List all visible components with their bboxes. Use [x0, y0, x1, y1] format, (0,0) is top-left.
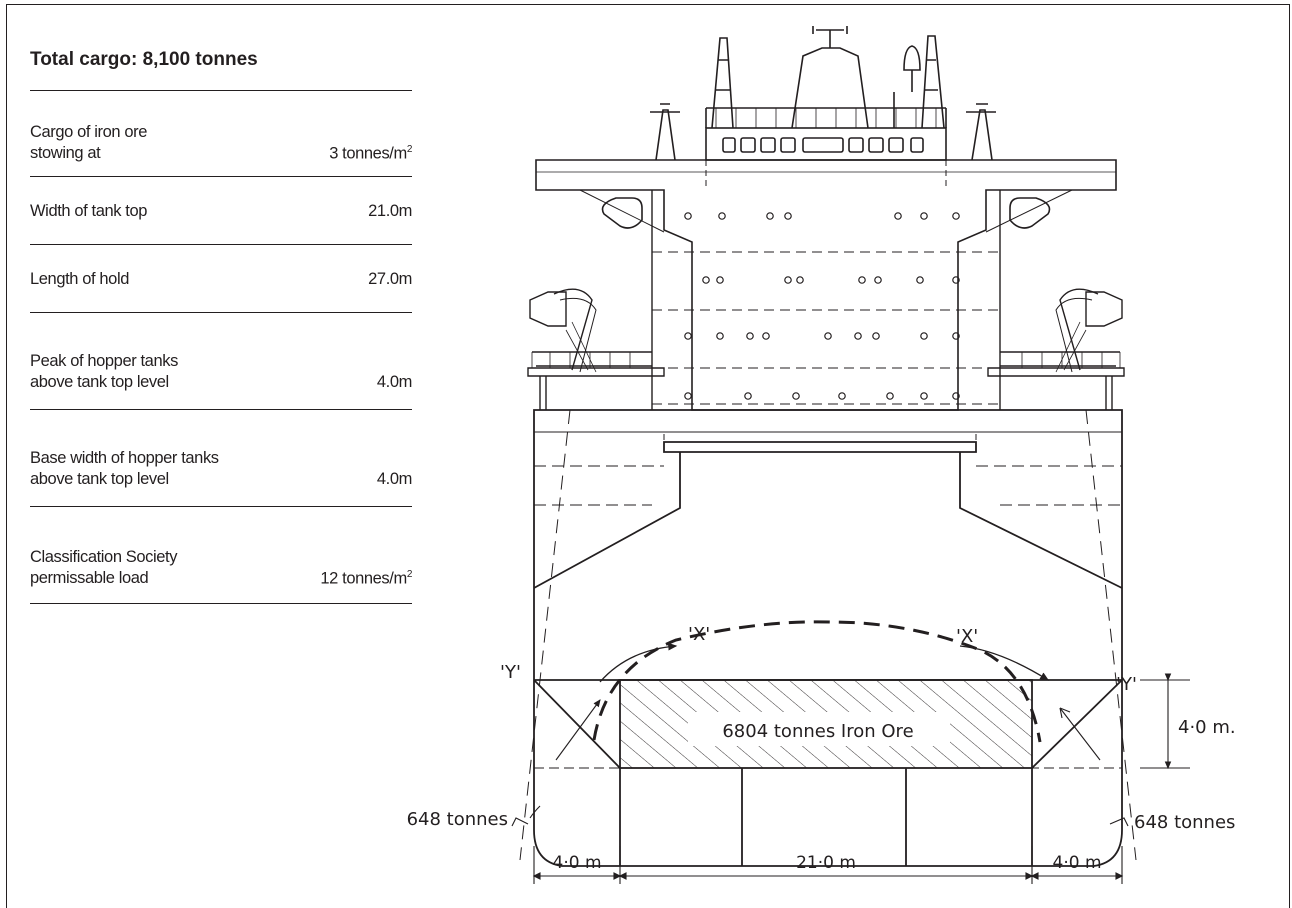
spec-value: 21.0m [368, 202, 412, 220]
spec-label: Length of hold [30, 270, 129, 288]
divider [30, 409, 412, 410]
marker-y-right: 'Y' [1116, 674, 1137, 695]
portholes [684, 212, 960, 400]
hull [519, 409, 1137, 867]
wing-right-label: 648 tonnes [1134, 812, 1235, 833]
spec-row-load: Classification Society permissable load … [30, 507, 412, 603]
width-dimensions [532, 846, 1124, 884]
spec-value: 27.0m [368, 270, 412, 288]
spec-row-length: Length of hold 27.0m [30, 245, 412, 312]
figure-frame [6, 4, 1290, 908]
spec-table: Total cargo: 8,100 tonnes Cargo of iron … [30, 40, 412, 604]
spec-value: 3 tonnes/m2 [329, 143, 412, 163]
dim-left-label: 4·0 m [553, 853, 602, 873]
spec-value: 4.0m [376, 470, 412, 488]
spec-title: Total cargo: 8,100 tonnes [30, 49, 258, 70]
divider [30, 244, 412, 245]
spec-value: 4.0m [376, 373, 412, 391]
wheelhouse [705, 107, 947, 161]
divider [30, 312, 412, 313]
divider [30, 506, 412, 507]
spec-label: Width of tank top [30, 202, 148, 220]
spec-label: Classification Society permissable load [30, 548, 178, 587]
height-dimension [1140, 673, 1190, 770]
height-dim-label: 4·0 m. [1178, 717, 1236, 738]
spec-label: Cargo of iron ore stowing at [30, 123, 148, 162]
spec-row-base: Base width of hopper tanks above tank to… [30, 410, 412, 506]
wing-callouts [511, 805, 1129, 827]
cargo-label-bg [688, 712, 950, 746]
wing-left-label: 648 tonnes [407, 809, 508, 830]
cargo-label: 6804 tonnes Iron Ore [722, 721, 913, 742]
dim-center-label: 21·0 m [796, 853, 856, 873]
bridge-deck [535, 159, 1117, 411]
divider [30, 90, 412, 91]
lifeboat-port [527, 288, 665, 410]
spec-row-cargo: Cargo of iron ore stowing at 3 tonnes/m2 [30, 91, 412, 176]
lifeboat-starboard [987, 288, 1125, 410]
spec-label: Base width of hopper tanks above tank to… [30, 449, 219, 488]
spec-value: 12 tonnes/m2 [320, 568, 412, 588]
spec-label: Peak of hopper tanks above tank top leve… [30, 352, 178, 391]
masts [650, 26, 996, 161]
divider [30, 176, 412, 177]
cargo-hold [533, 642, 1123, 769]
marker-y-left: 'Y' [500, 662, 521, 683]
spec-row-peak: Peak of hopper tanks above tank top leve… [30, 313, 412, 409]
spec-row-width: Width of tank top 21.0m [30, 177, 412, 244]
accommodation-block [651, 160, 1001, 410]
marker-x-left: 'X' [688, 624, 710, 645]
divider [30, 603, 412, 604]
marker-x-right: 'X' [956, 626, 978, 647]
dim-right-label: 4·0 m [1053, 853, 1102, 873]
